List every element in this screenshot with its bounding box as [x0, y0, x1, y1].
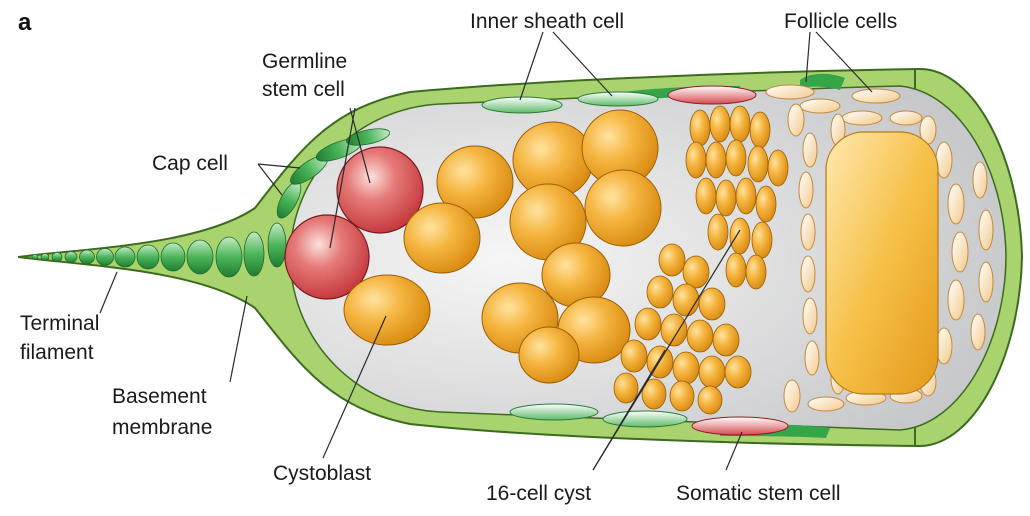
label-follicle-cells: Follicle cells	[784, 10, 897, 33]
label-cap-cell: Cap cell	[152, 152, 228, 175]
label-cystoblast: Cystoblast	[273, 462, 371, 485]
label-germline-stem-cell-2: stem cell	[262, 78, 345, 101]
label-inner-sheath-cell: Inner sheath cell	[470, 10, 624, 33]
label-germline-stem-cell-1: Germline	[262, 50, 347, 73]
panel-letter: a	[18, 9, 32, 36]
label-basement-membrane-1: Basement	[112, 385, 207, 408]
label-basement-membrane-2: membrane	[112, 416, 212, 439]
egg-chamber-cyst	[826, 132, 938, 394]
label-terminal-filament-2: filament	[20, 341, 94, 364]
label-16-cell-cyst: 16-cell cyst	[486, 482, 591, 505]
label-somatic-stem-cell: Somatic stem cell	[676, 482, 841, 505]
label-terminal-filament-1: Terminal	[20, 312, 99, 335]
